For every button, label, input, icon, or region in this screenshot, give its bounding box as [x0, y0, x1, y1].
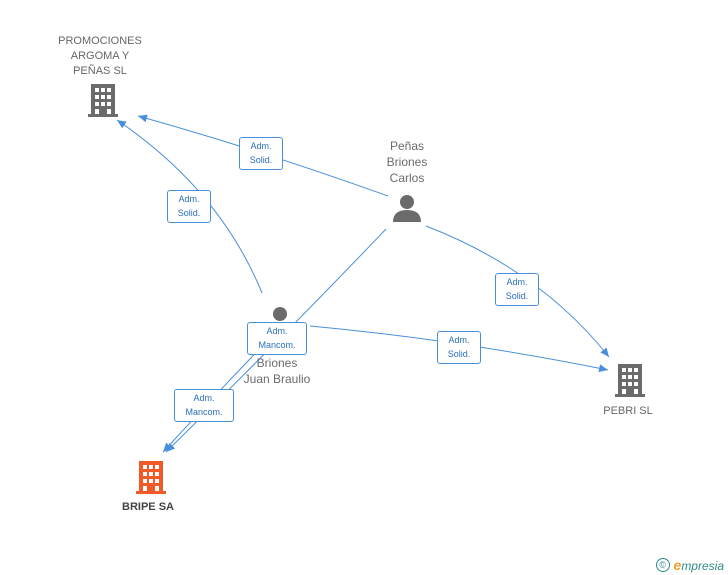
edge-label-carlos-promociones[interactable]: Adm. Solid.	[239, 137, 283, 170]
company-label-promociones[interactable]: PROMOCIONES ARGOMA Y PEÑAS SL	[58, 35, 142, 77]
brand-name: mpresia	[681, 559, 724, 573]
edge-label-carlos-pebri[interactable]: Adm. Solid.	[495, 273, 539, 306]
person-label-juan-braulio[interactable]: Briones Juan Braulio	[243, 356, 311, 386]
person-label-carlos[interactable]: Peñas Briones Carlos	[386, 139, 428, 185]
edge-label-juan-pebri[interactable]: Adm. Solid.	[437, 331, 481, 364]
building-icon[interactable]	[88, 84, 118, 117]
edge-label-juan-promociones[interactable]: Adm. Solid.	[167, 190, 211, 223]
edge-label-juan-bripe[interactable]: Adm. Mancom.	[174, 389, 234, 422]
brand-e: e	[673, 557, 682, 573]
copyright-icon: ©	[655, 558, 670, 572]
person-icon[interactable]	[393, 195, 421, 222]
brand-logo: © empresia	[655, 557, 724, 573]
main-building-icon[interactable]	[136, 461, 166, 494]
company-label-bripe[interactable]: BRIPE SA	[122, 501, 174, 513]
building-icon[interactable]	[615, 364, 645, 397]
company-label-pebri[interactable]: PEBRI SL	[603, 405, 653, 417]
edge-label-carlos-bripe[interactable]: Adm. Mancom.	[247, 322, 307, 355]
